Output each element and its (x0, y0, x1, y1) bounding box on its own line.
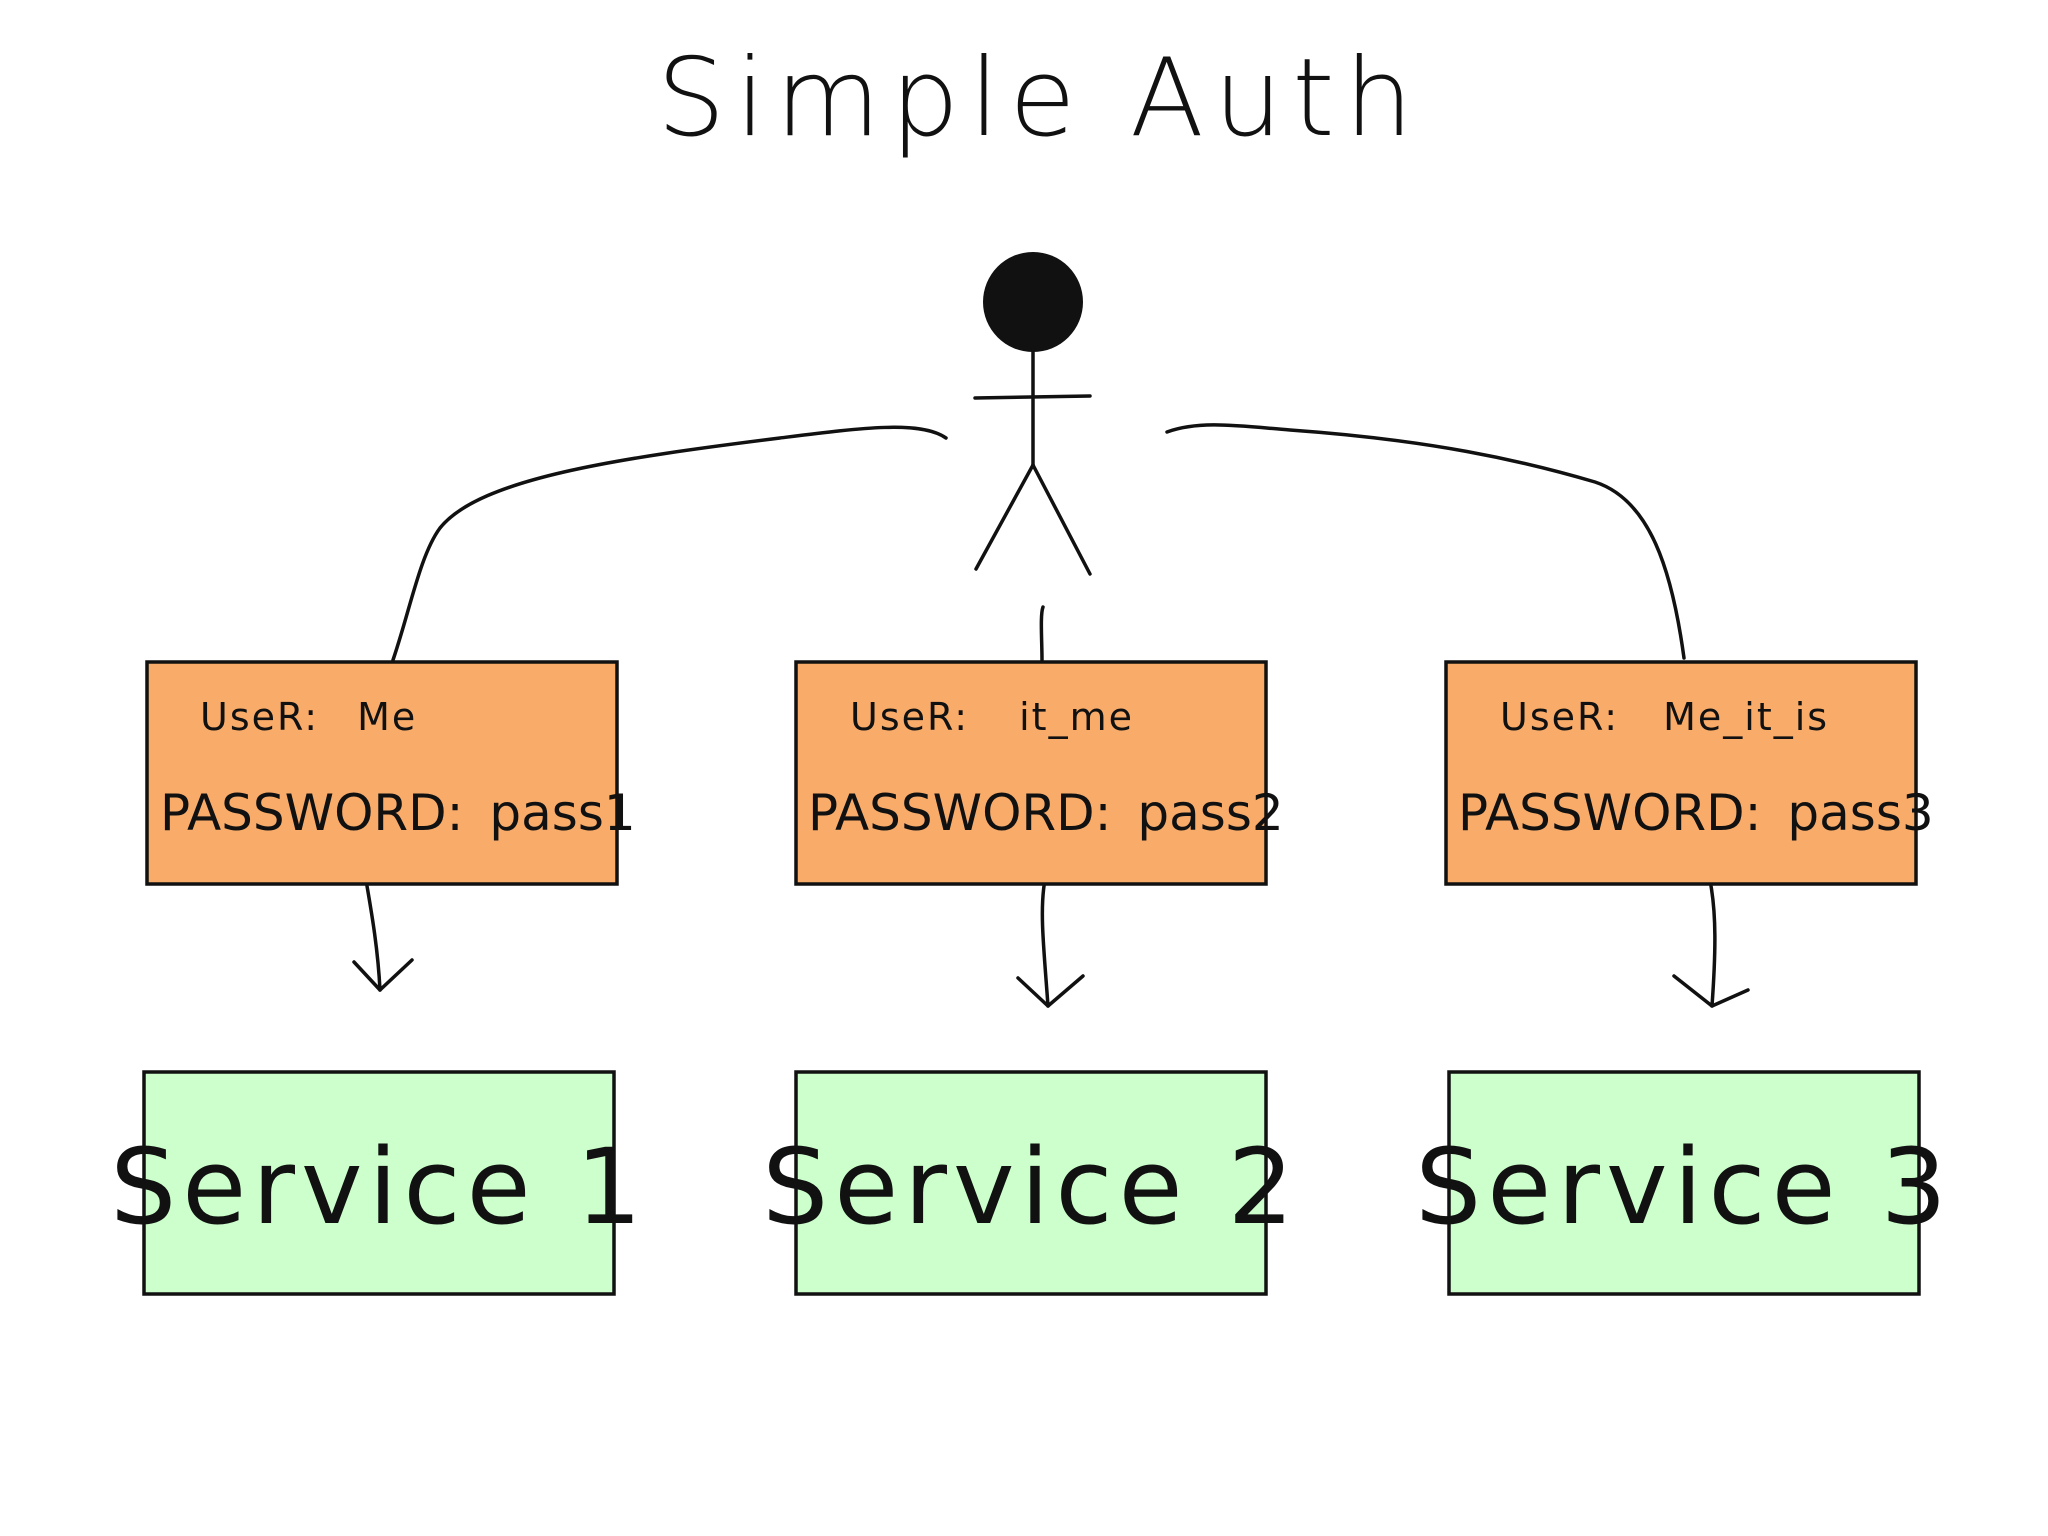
diagram-title: Simple Auth (657, 36, 1423, 161)
credential-card-1: UseR: Me PASSWORD: pass1 (145, 660, 636, 886)
svg-text:PASSWORD: pass3: PASSWORD: pass3 (1458, 784, 1934, 842)
service-box-1 (142, 1070, 616, 1296)
arrow-credential-3-to-service-3 (1672, 884, 1750, 1008)
password-value-2: pass2 (1137, 784, 1283, 842)
svg-text:PASSWORD: pass1: PASSWORD: pass1 (160, 784, 636, 842)
user-value-1: Me (357, 695, 417, 739)
service-card-1: Service 1 (110, 1070, 648, 1296)
user-value-2: it_me (1019, 695, 1134, 739)
credential-box-2 (794, 660, 1268, 886)
credential-box-1 (145, 660, 619, 886)
password-label-2: PASSWORD: (808, 784, 1112, 842)
user-value-3: Me_it_is (1663, 695, 1829, 739)
user-label-3: UseR: (1500, 695, 1619, 739)
connector-user-to-credential-3 (1165, 423, 1686, 660)
service-box-3 (1447, 1070, 1921, 1296)
password-value-3: pass3 (1787, 784, 1933, 842)
user-label-1: UseR: (200, 695, 319, 739)
arrow-credential-2-to-service-2 (1016, 884, 1085, 1008)
user-arms (973, 394, 1092, 400)
password-value-1: pass1 (489, 784, 635, 842)
arrow-credential-1-to-service-1 (352, 884, 414, 992)
credential-card-2: UseR: it_me PASSWORD: pass2 (794, 660, 1284, 886)
service-label-3: Service 3 (1415, 1126, 1953, 1248)
user-head (983, 252, 1083, 352)
password-label-3: PASSWORD: (1458, 784, 1762, 842)
user-stick-figure-icon (973, 252, 1092, 576)
user-left-leg (974, 463, 1035, 571)
credential-card-3: UseR: Me_it_is PASSWORD: pass3 (1444, 660, 1934, 886)
connector-user-to-credential-1 (391, 425, 948, 662)
service-label-2: Service 2 (762, 1126, 1300, 1248)
user-right-leg (1031, 463, 1092, 576)
password-label-1: PASSWORD: (160, 784, 464, 842)
user-label-2: UseR: (850, 695, 969, 739)
svg-text:PASSWORD: pass2: PASSWORD: pass2 (808, 784, 1284, 842)
svg-text:UseR: it_me: UseR: it_me (850, 695, 1134, 739)
credential-box-3 (1444, 660, 1918, 886)
svg-text:UseR: Me_it_is: UseR: Me_it_is (1500, 695, 1829, 739)
service-card-2: Service 2 (762, 1070, 1300, 1296)
service-label-1: Service 1 (110, 1126, 648, 1248)
svg-text:UseR: Me: UseR: Me (200, 695, 417, 739)
service-box-2 (794, 1070, 1268, 1296)
service-card-3: Service 3 (1415, 1070, 1953, 1296)
connector-user-to-credential-2 (1039, 605, 1045, 662)
